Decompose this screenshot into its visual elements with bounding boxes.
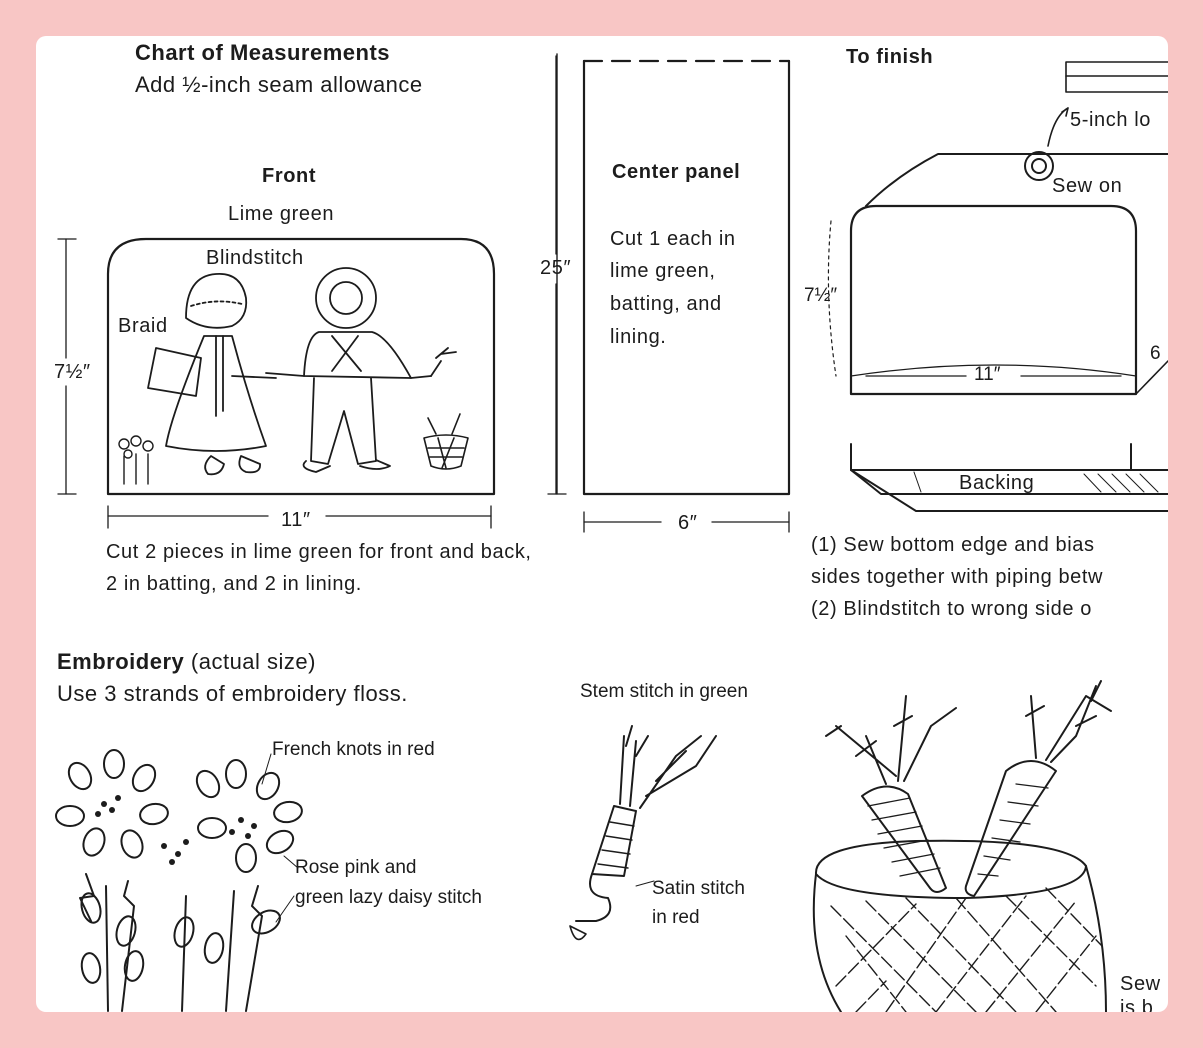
french-knots-1 xyxy=(95,795,121,817)
center-width-label: 6″ xyxy=(678,512,698,534)
seam-allowance-note: Add ½-inch seam allowance xyxy=(135,72,423,97)
center-width-dimension xyxy=(583,511,790,533)
sew-on-label: Sew on xyxy=(1052,175,1123,197)
center-panel-outline xyxy=(582,59,791,496)
finish-height-dimension xyxy=(827,220,837,377)
finish-height-label: 7½″ xyxy=(804,285,838,306)
carrot-basket xyxy=(812,680,1112,1012)
front-width-label: 11″ xyxy=(281,509,311,531)
lazy-daisy-label-line2: green lazy daisy stitch xyxy=(295,887,482,908)
front-width-dimension xyxy=(107,505,492,529)
center-panel-line1: Cut 1 each in xyxy=(610,228,736,250)
stem-stitch-label: Stem stitch in green xyxy=(580,681,748,702)
front-instructions-line2: 2 in batting, and 2 in lining. xyxy=(106,573,362,595)
finish-step1-line2: sides together with piping betw xyxy=(811,566,1104,588)
front-height-dimension xyxy=(57,238,77,495)
satin-stitch-label-line2: in red xyxy=(652,907,700,928)
embroidery-title-note: (actual size) xyxy=(190,649,316,674)
loop-label: 5-inch lo xyxy=(1070,109,1151,131)
center-height-dimension xyxy=(547,55,567,495)
front-title: Front xyxy=(262,165,317,187)
pattern-illustrations xyxy=(55,53,1168,1012)
embroidery-instructions: Use 3 strands of embroidery floss. xyxy=(57,681,408,706)
embroidery-flower-1 xyxy=(55,749,169,1012)
backing-piece xyxy=(850,443,1168,512)
lazy-daisy-label-line1: Rose pink and xyxy=(295,857,417,878)
french-knots-label: French knots in red xyxy=(272,739,435,760)
center-panel-title: Center panel xyxy=(612,161,741,183)
sunbonnet-girl xyxy=(147,273,277,476)
center-panel-line4: lining. xyxy=(610,326,667,348)
finish-step2: (2) Blindstitch to wrong side o xyxy=(811,598,1092,620)
center-height-label: 25″ xyxy=(540,257,572,279)
embroidery-flower-2 xyxy=(173,759,303,1012)
front-instructions-line1: Cut 2 pieces in lime green for front and… xyxy=(106,541,532,563)
center-panel-line2: lime green, xyxy=(610,260,716,282)
front-basket xyxy=(423,413,469,470)
overall-boy xyxy=(265,267,457,473)
pattern-sheet: Chart of Measurements Add ½-inch seam al… xyxy=(36,36,1168,1012)
finish-loop-piece xyxy=(1047,61,1168,147)
satin-stitch-label-line1: Satin stitch xyxy=(652,878,745,899)
sew-note-line2: is b xyxy=(1120,997,1154,1012)
chart-title: Chart of Measurements xyxy=(135,40,391,65)
backing-label: Backing xyxy=(959,472,1035,494)
embroidery-title: Embroidery xyxy=(57,649,185,674)
finish-width-label: 11″ xyxy=(974,364,1001,385)
tissue-cover-top xyxy=(865,151,1168,207)
single-carrot-stem-stitch xyxy=(569,725,717,941)
front-flowers xyxy=(118,435,154,485)
front-height-label: 7½″ xyxy=(54,361,91,383)
embroidery-leader-lines xyxy=(261,753,655,923)
sew-note-line1: Sew xyxy=(1120,973,1161,995)
center-panel-line3: batting, and xyxy=(610,293,722,315)
finish-side-label: 6 xyxy=(1150,343,1161,364)
embroidery-heading: Embroidery (actual size) xyxy=(57,651,316,673)
front-color-label: Lime green xyxy=(228,203,335,225)
french-knots-2 xyxy=(161,817,257,865)
front-piece-outline xyxy=(106,237,496,496)
blindstitch-label: Blindstitch xyxy=(206,247,304,269)
finish-step1-line1: (1) Sew bottom edge and bias xyxy=(811,534,1095,556)
finish-title: To finish xyxy=(846,46,934,68)
braid-label: Braid xyxy=(118,315,168,337)
tissue-cover-body xyxy=(849,204,1168,396)
